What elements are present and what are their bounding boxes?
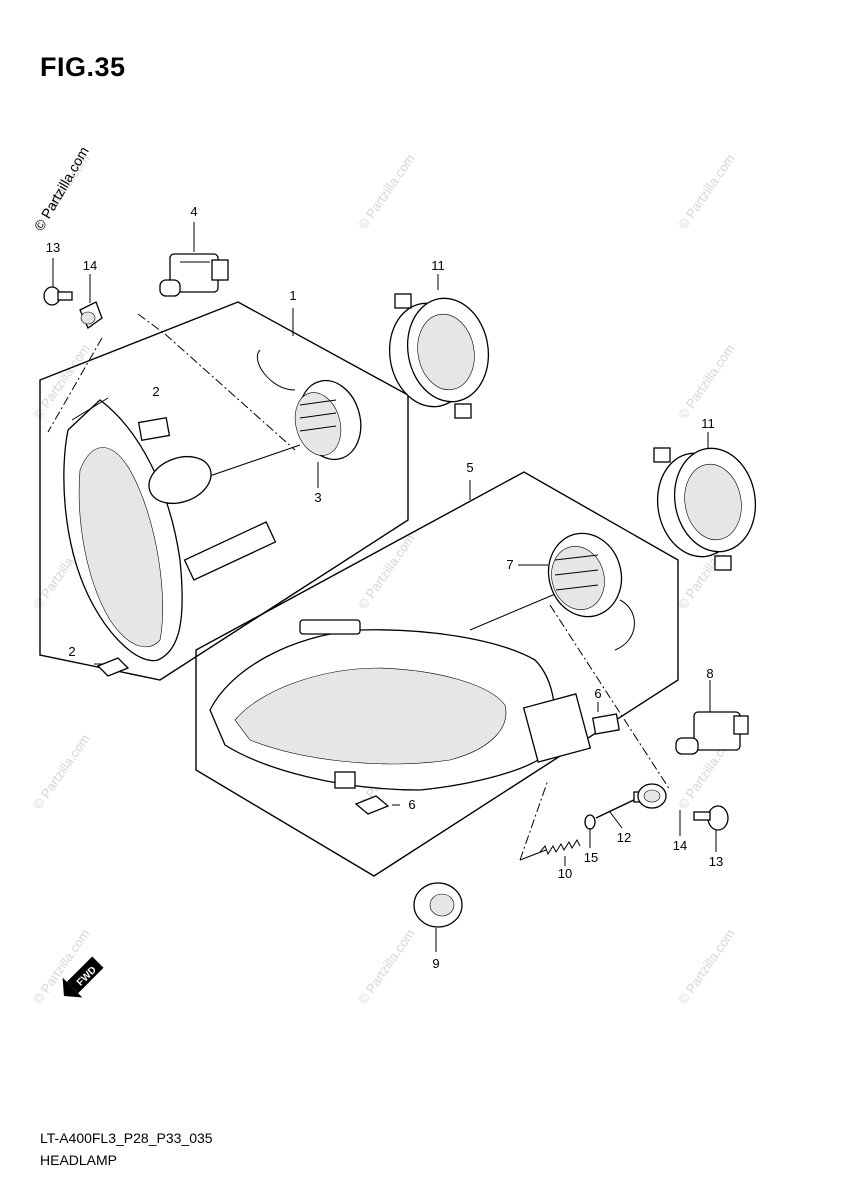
diagram-code: LT-A400FL3_P28_P33_035 xyxy=(40,1130,213,1146)
washer-15 xyxy=(584,814,596,830)
diagram-name: HEADLAMP xyxy=(40,1152,118,1168)
callout-8: 8 xyxy=(706,666,713,681)
callout-3: 3 xyxy=(314,490,321,505)
callout-14: 14 xyxy=(83,258,97,273)
grommet-9 xyxy=(413,882,463,928)
grommet-14-top xyxy=(79,301,103,329)
watermark: © Partzilla.com xyxy=(675,926,738,1006)
spring-10 xyxy=(539,838,581,856)
socket-ring-11-right xyxy=(653,447,757,571)
callout-14: 14 xyxy=(673,838,687,853)
callout-10: 10 xyxy=(558,866,572,881)
callout-11: 11 xyxy=(701,416,715,431)
callout-11: 11 xyxy=(431,258,445,273)
clip-6-lower xyxy=(354,795,390,815)
bulb-4 xyxy=(159,253,229,297)
copyright-watermark: © Partzilla.com xyxy=(31,144,92,234)
watermark: © Partzilla.com xyxy=(675,341,738,421)
callout-labels: 1 2 2 3 4 5 6 6 7 8 9 10 11 11 12 13 13 … xyxy=(46,204,723,971)
callout-15: 15 xyxy=(584,850,598,865)
watermark: © Partzilla.com xyxy=(30,731,93,811)
clip-2-lower xyxy=(96,657,130,677)
callout-4: 4 xyxy=(190,204,197,219)
headlamp-housing-5 xyxy=(209,619,592,791)
callout-5: 5 xyxy=(466,460,473,475)
callout-2: 2 xyxy=(152,384,159,399)
grommet-14-right xyxy=(637,783,667,809)
clip-6-upper xyxy=(592,713,620,735)
screw-13-top xyxy=(43,286,73,306)
watermark: © Partzilla.com xyxy=(355,926,418,1006)
assembly-box-5 xyxy=(195,471,679,877)
watermark: © Partzilla.com xyxy=(675,151,738,231)
callout-7: 7 xyxy=(506,557,513,572)
screw-13-right xyxy=(693,805,729,831)
watermark: © Partzilla.com xyxy=(355,151,418,231)
watermark: © Partzilla.com xyxy=(355,531,418,611)
callout-12: 12 xyxy=(617,830,631,845)
assembly-box-1 xyxy=(39,301,409,681)
leader-lines xyxy=(47,222,717,952)
figure-title: FIG.35 xyxy=(40,52,126,82)
socket-ring-11-top xyxy=(388,293,490,419)
socket-3 xyxy=(257,349,362,461)
callout-13: 13 xyxy=(709,854,723,869)
clip-2-upper xyxy=(137,416,171,442)
bulb-8 xyxy=(675,711,749,755)
callout-6: 6 xyxy=(594,686,601,701)
callout-2: 2 xyxy=(68,644,75,659)
callout-9: 9 xyxy=(432,956,439,971)
callout-1: 1 xyxy=(289,288,296,303)
socket-7 xyxy=(547,532,635,651)
callout-6: 6 xyxy=(408,797,415,812)
callout-13: 13 xyxy=(46,240,60,255)
screw-12 xyxy=(595,791,641,819)
headlamp-housing-1 xyxy=(63,397,277,662)
